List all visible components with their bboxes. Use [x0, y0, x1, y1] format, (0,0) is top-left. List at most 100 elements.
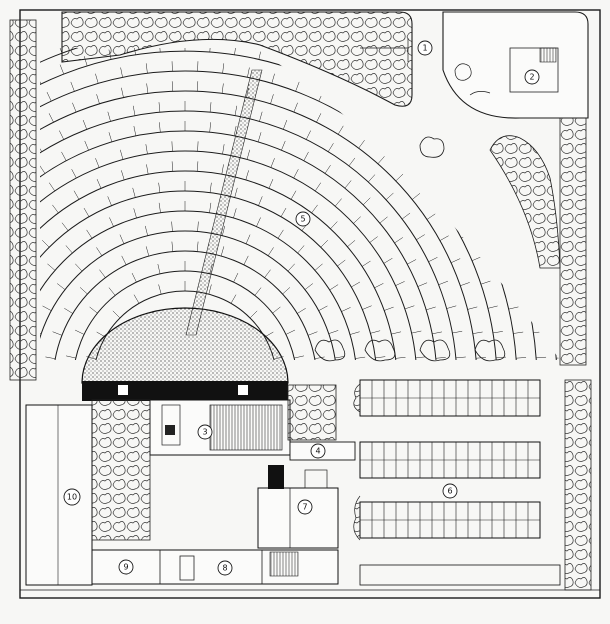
seat-divider [480, 187, 490, 193]
seating-row [40, 110, 458, 360]
seat-divider [282, 287, 291, 295]
seat-divider [536, 356, 547, 359]
seat-divider [363, 197, 371, 205]
label-8: 8 [217, 560, 233, 576]
seat-divider [476, 146, 485, 153]
seat-divider [395, 356, 406, 359]
seat-divider [514, 256, 525, 261]
seat-divider [394, 237, 403, 244]
seat-divider [349, 331, 360, 335]
seat-divider [314, 263, 323, 271]
seat-divider [221, 83, 224, 94]
seat-divider [108, 49, 112, 60]
seat-divider [280, 207, 287, 217]
seat-divider [146, 164, 149, 175]
seat-divider [0, 175, 2, 182]
seat-divider [297, 308, 306, 314]
seat-divider [243, 255, 249, 265]
seat-divider [281, 140, 286, 151]
seat-divider [283, 119, 288, 130]
seat-divider [516, 357, 527, 359]
seat-divider [222, 225, 226, 236]
seat-divider [249, 310, 258, 319]
seat-divider [375, 356, 386, 359]
seat-divider [270, 158, 275, 168]
seat-divider [327, 143, 334, 152]
seat-divider [119, 234, 125, 244]
seat-divider [59, 130, 64, 140]
seat-divider [285, 329, 296, 335]
seat-divider [158, 182, 161, 193]
seat-divider [426, 306, 436, 311]
seat-divider [0, 198, 7, 205]
seating-row [40, 90, 478, 360]
seat-divider [95, 73, 99, 84]
svg-text:10: 10 [67, 493, 77, 502]
svg-text:2: 2 [529, 73, 534, 82]
seat-divider [320, 239, 329, 248]
seat-divider [385, 192, 394, 200]
seat-divider [121, 255, 127, 265]
seat-divider [522, 280, 533, 285]
seat-divider [264, 269, 271, 278]
north-berm [61, 11, 413, 107]
seat-divider [350, 86, 357, 96]
seat-divider [549, 306, 560, 310]
seat-divider [40, 74, 42, 84]
seat-divider [222, 144, 225, 155]
seat-divider [145, 63, 148, 74]
seat-divider [234, 48, 237, 55]
seat-divider [171, 161, 173, 172]
seat-divider [362, 117, 369, 127]
label-2: 2 [524, 69, 540, 85]
svg-text:5: 5 [300, 215, 305, 224]
seat-divider [533, 331, 544, 334]
svg-text:3: 3 [202, 428, 207, 437]
seat-divider [247, 67, 250, 78]
label-9: 9 [118, 559, 134, 575]
seat-divider [86, 229, 93, 239]
seat-divider [270, 94, 274, 104]
seat-divider [65, 245, 73, 254]
seat-divider [256, 217, 261, 227]
seat-divider [471, 256, 482, 261]
seat-divider [230, 294, 237, 304]
seat-divider [48, 27, 52, 36]
svg-text:9: 9 [123, 563, 128, 572]
seat-divider [556, 357, 560, 359]
seat-divider [99, 269, 106, 278]
seat-divider [272, 306, 281, 314]
seat-divider [132, 187, 136, 198]
seat-divider [159, 48, 161, 52]
seat-divider [144, 225, 148, 236]
seat-divider [362, 305, 372, 310]
seat-divider [145, 246, 150, 257]
seat-divider [337, 125, 344, 135]
seat-divider [370, 330, 381, 334]
seat-divider [222, 3, 223, 13]
northeast-block [442, 11, 589, 119]
seat-divider [209, 182, 212, 193]
seat-divider [197, 221, 199, 232]
seat-divider [59, 64, 64, 75]
seat-divider [374, 283, 384, 289]
seat-divider [120, 67, 123, 78]
seat-divider [341, 307, 351, 312]
svg-text:4: 4 [315, 447, 320, 456]
seat-divider [467, 306, 478, 310]
seat-divider [492, 331, 503, 334]
seat-divider [307, 331, 318, 336]
tree-clumps [314, 135, 561, 362]
seat-divider [391, 331, 402, 335]
seat-divider [328, 330, 339, 334]
label-4: 4 [310, 443, 326, 459]
seat-divider [505, 232, 515, 238]
seat-divider [461, 233, 471, 239]
seat-divider [171, 241, 174, 252]
seating-row [40, 70, 498, 360]
seat-divider [344, 180, 352, 189]
seat-divider [246, 149, 250, 160]
seat-divider [70, 81, 75, 92]
seat-divider [158, 284, 162, 295]
seat-divider [304, 283, 313, 290]
